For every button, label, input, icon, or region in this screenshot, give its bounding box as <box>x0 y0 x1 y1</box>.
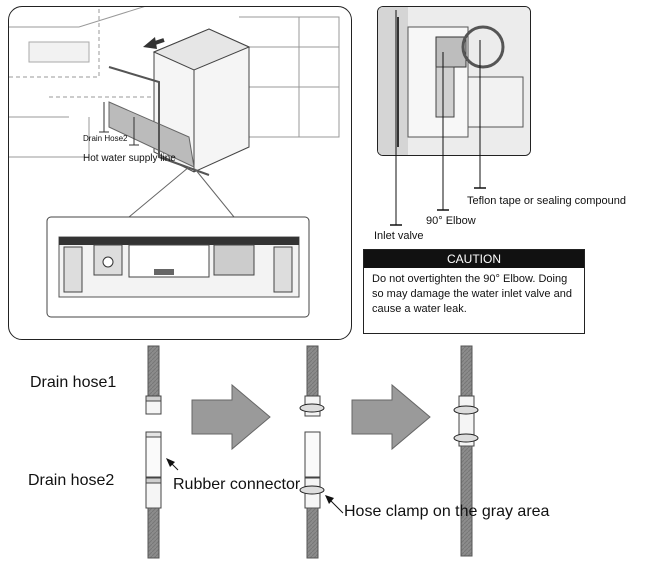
inlet-valve-photo <box>377 6 531 156</box>
caution-title: CAUTION <box>364 250 584 268</box>
step-arrow-1 <box>191 383 271 451</box>
caution-box: CAUTION Do not overtighten the 90° Elbow… <box>363 249 585 334</box>
hot-water-supply-callout: Hot water supply line <box>83 153 176 164</box>
step-arrow-2 <box>351 383 431 451</box>
installation-illustration-panel: Drain Hose2 Hot water supply line <box>8 6 352 340</box>
hose-step2 <box>299 345 325 559</box>
drain-hose2-callout: Drain Hose2 <box>83 134 128 143</box>
teflon-tape-label: Teflon tape or sealing compound <box>467 195 626 207</box>
inlet-valve-label: Inlet valve <box>374 230 424 242</box>
hose-step3 <box>453 345 479 557</box>
elbow-90-label: 90° Elbow <box>426 215 476 227</box>
drain-hose1-label: Drain hose1 <box>30 374 117 391</box>
dishwasher-illustration <box>9 7 340 318</box>
hose-clamp-label: Hose clamp on the gray area <box>344 503 550 520</box>
rubber-connector-label: Rubber connector <box>173 476 301 493</box>
hose-step1 <box>145 345 162 559</box>
caution-text: Do not overtighten the 90° Elbow. Doing … <box>372 273 572 315</box>
inlet-valve-illustration <box>378 7 530 155</box>
drain-hose2-label: Drain hose2 <box>28 472 115 489</box>
